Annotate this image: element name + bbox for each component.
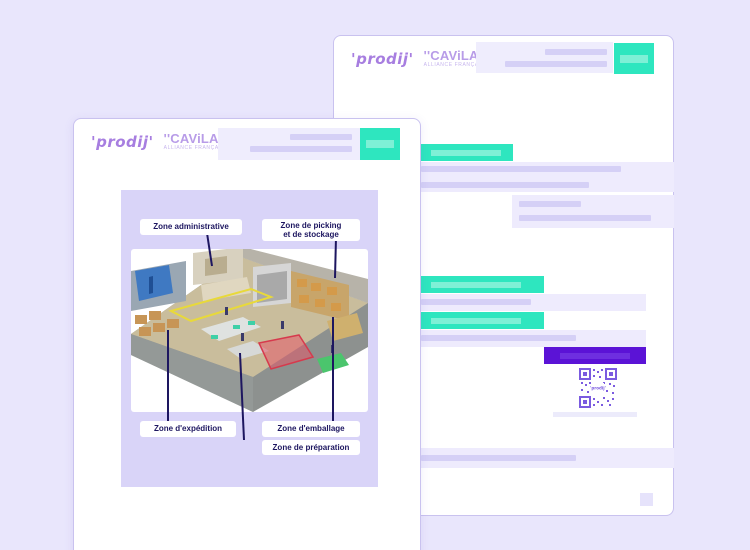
front-header-logos: 'prodij' ''CAViLAM ALLIANCE FRANÇAISE bbox=[91, 132, 230, 151]
placeholder-text-line bbox=[250, 146, 352, 152]
qr-caption-logo: 'prodij' bbox=[590, 386, 606, 391]
table-row bbox=[421, 330, 646, 347]
leader-line-administrative bbox=[206, 232, 213, 267]
cavilam-logo: ''CAViLAM ALLIANCE FRANÇAISE bbox=[423, 48, 490, 68]
placeholder-text-line bbox=[505, 61, 607, 67]
section-heading-bar bbox=[421, 312, 544, 329]
zone-label-expedition: Zone d'expédition bbox=[140, 421, 236, 437]
prodij-logo: 'prodij' bbox=[91, 133, 154, 151]
warehouse-3d-image bbox=[131, 247, 368, 412]
front-header-info-block bbox=[218, 128, 360, 160]
warehouse-illustration bbox=[131, 247, 368, 412]
page-number-box bbox=[640, 493, 653, 506]
table-row bbox=[421, 294, 646, 311]
leader-line-preparation bbox=[239, 352, 245, 441]
leader-line-picking bbox=[334, 236, 337, 279]
zone-label-administrative: Zone administrative bbox=[140, 219, 242, 235]
qr-caption-line bbox=[553, 412, 637, 417]
front-header-accent-block bbox=[360, 128, 400, 160]
zone-label-emballage: Zone d'emballage bbox=[262, 421, 360, 437]
footer-row bbox=[421, 448, 674, 468]
table-row bbox=[421, 162, 674, 192]
back-header-logos: 'prodij' ''CAViLAM ALLIANCE FRANÇAISE bbox=[351, 49, 490, 68]
section-heading-bar bbox=[421, 276, 544, 293]
back-header-info-block bbox=[476, 42, 613, 73]
zone-label-picking: Zone de picking et de stockage bbox=[262, 219, 360, 241]
section-heading-bar bbox=[421, 144, 513, 161]
back-header-accent-block bbox=[614, 43, 654, 74]
total-button[interactable] bbox=[544, 347, 646, 364]
placeholder-text-line bbox=[290, 134, 352, 140]
zone-label-preparation: Zone de préparation bbox=[262, 440, 360, 455]
table-row bbox=[512, 195, 674, 228]
qr-code-icon: 'prodij' bbox=[579, 368, 617, 408]
placeholder-text-line bbox=[545, 49, 607, 55]
cavilam-logo: ''CAViLAM ALLIANCE FRANÇAISE bbox=[163, 131, 230, 151]
prodij-logo: 'prodij' bbox=[351, 50, 414, 68]
